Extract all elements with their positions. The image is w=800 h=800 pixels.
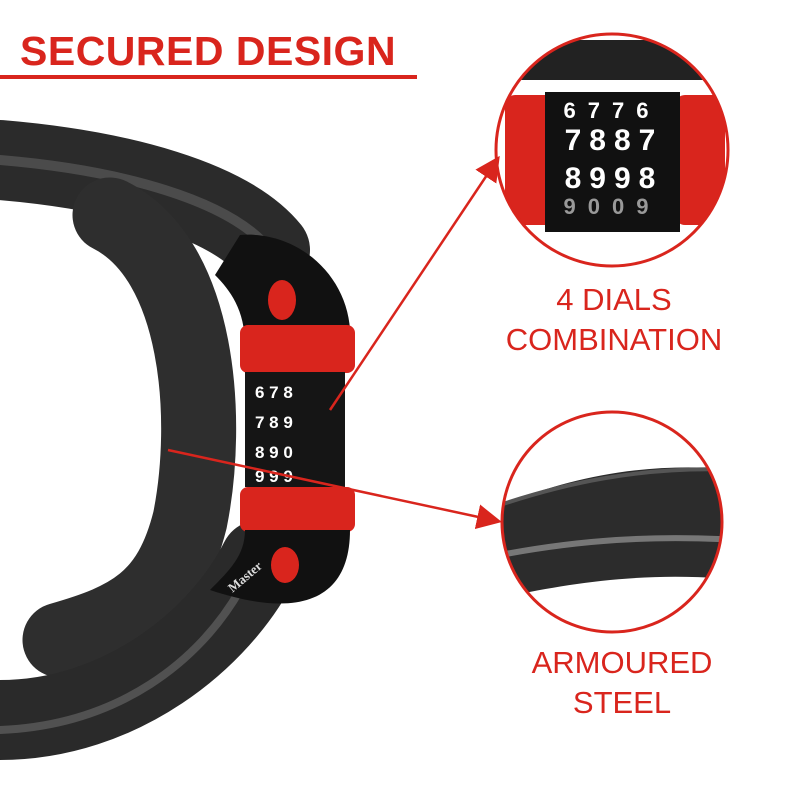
steel-callout: ARMOURED STEEL bbox=[492, 643, 752, 723]
callout-line: STEEL bbox=[572, 685, 672, 720]
armoured-cable bbox=[0, 120, 310, 760]
title-underline bbox=[0, 75, 417, 79]
combination-lock: 6 7 87 8 98 9 09 9 9 Master bbox=[210, 234, 355, 604]
cable-arrow bbox=[167, 448, 502, 529]
dial-row: 6776 bbox=[564, 98, 661, 123]
dial-row: 7887 bbox=[565, 124, 664, 157]
cable-closeup bbox=[502, 412, 722, 632]
dial-arrow bbox=[328, 155, 500, 411]
callout-line: 4 DIALS bbox=[556, 282, 672, 317]
dial-closeup: 6776 7887 8998 9009 bbox=[496, 34, 728, 266]
dial-row: 8998 bbox=[565, 162, 664, 195]
svg-text:8 9 0: 8 9 0 bbox=[255, 443, 293, 462]
dials-callout: 4 DIALS COMBINATION bbox=[484, 280, 744, 360]
dial-closeup-circle bbox=[494, 32, 730, 268]
svg-text:6 7 8: 6 7 8 bbox=[255, 383, 293, 402]
callout-line: ARMOURED bbox=[531, 645, 713, 680]
cable-closeup-circle bbox=[500, 410, 724, 634]
page-title: SECURED DESIGN bbox=[20, 28, 397, 74]
dial-row: 9009 bbox=[564, 194, 661, 219]
svg-text:7 8 9: 7 8 9 bbox=[255, 413, 293, 432]
callout-line: COMBINATION bbox=[505, 322, 723, 357]
